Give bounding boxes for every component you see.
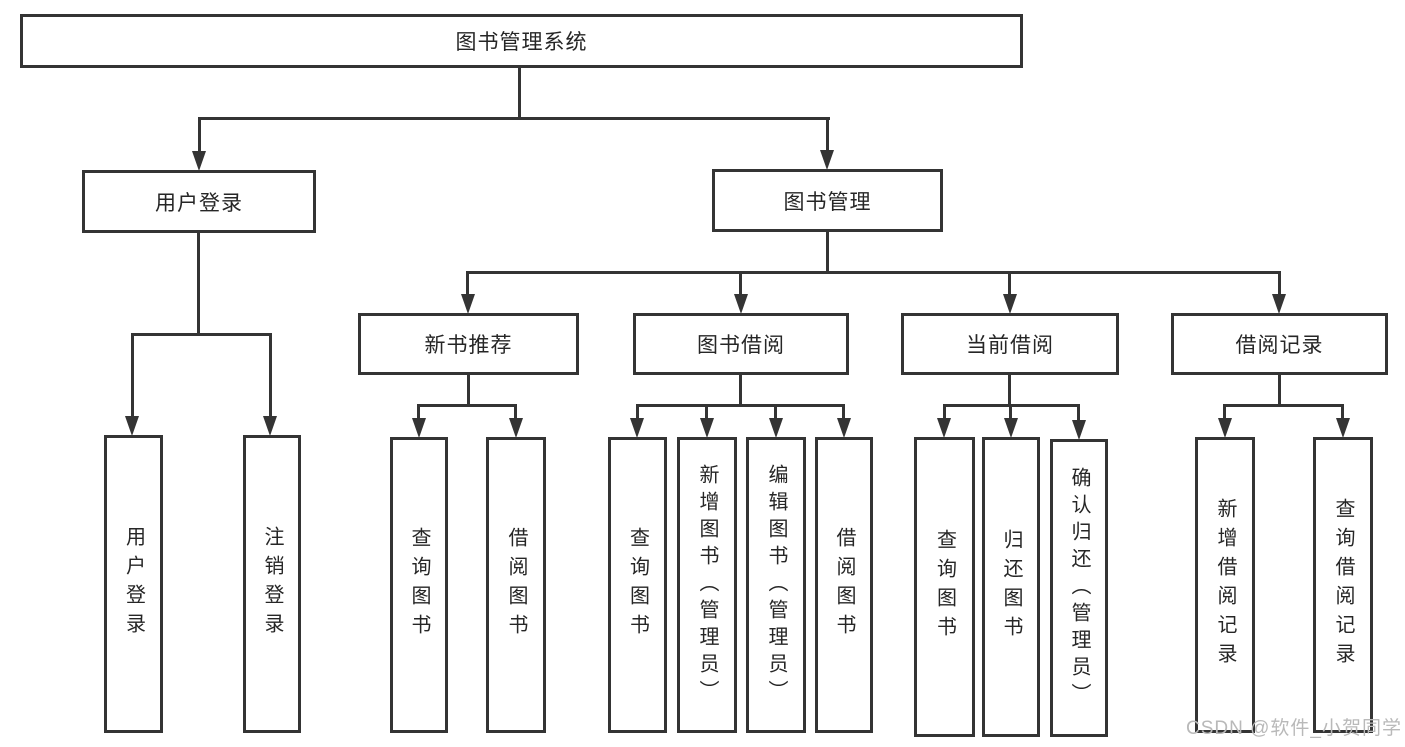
node-new-book-recommend: 新书推荐 bbox=[358, 313, 579, 375]
arrow-down-icon bbox=[263, 416, 277, 436]
arrow-down-icon bbox=[769, 418, 783, 438]
arrow-down-icon bbox=[700, 418, 714, 438]
node-label: 当前借阅 bbox=[966, 334, 1054, 357]
leaf-borrow-books-recommend: 借阅图书 bbox=[486, 437, 546, 733]
node-label: 图书管理系统 bbox=[455, 31, 588, 54]
leaf-label: 借阅图书 bbox=[833, 527, 855, 643]
node-label: 借阅记录 bbox=[1235, 334, 1324, 357]
connector-hline bbox=[417, 404, 517, 407]
connector-vline bbox=[1223, 404, 1226, 421]
arrow-down-icon bbox=[1218, 418, 1232, 438]
leaf-label: 确认归还（管理员） bbox=[1068, 466, 1090, 710]
node-book-management: 图书管理 bbox=[712, 169, 943, 232]
leaf-query-books-current: 查询图书 bbox=[914, 437, 975, 737]
connector-vline bbox=[943, 404, 946, 421]
arrow-down-icon bbox=[630, 418, 644, 438]
leaf-label: 查询图书 bbox=[408, 527, 430, 643]
leaf-add-borrow-record: 新增借阅记录 bbox=[1195, 437, 1255, 733]
leaf-label: 查询图书 bbox=[933, 529, 956, 645]
arrow-down-icon bbox=[1336, 418, 1350, 438]
arrow-down-icon bbox=[412, 418, 426, 438]
arrow-down-icon bbox=[125, 416, 139, 436]
connector-vline bbox=[826, 232, 829, 274]
connector-vline bbox=[1278, 271, 1281, 299]
leaf-label: 新增借阅记录 bbox=[1214, 498, 1236, 672]
arrow-down-icon bbox=[461, 294, 475, 314]
arrow-down-icon bbox=[1003, 294, 1017, 314]
leaf-label: 查询借阅记录 bbox=[1332, 498, 1354, 672]
arrow-down-icon bbox=[837, 418, 851, 438]
leaf-label: 查询图书 bbox=[626, 527, 649, 643]
leaf-query-books-recommend: 查询图书 bbox=[390, 437, 448, 733]
leaf-label: 归还图书 bbox=[1000, 529, 1022, 645]
connector-vline bbox=[131, 333, 134, 419]
node-label: 新书推荐 bbox=[424, 334, 513, 357]
connector-hline bbox=[636, 404, 845, 407]
connector-hline bbox=[131, 333, 272, 336]
leaf-return-book: 归还图书 bbox=[982, 437, 1040, 737]
connector-vline bbox=[1077, 404, 1080, 421]
connector-vline bbox=[514, 404, 517, 421]
connector-vline bbox=[467, 375, 470, 407]
leaf-logout: 注销登录 bbox=[243, 435, 301, 733]
arrow-down-icon bbox=[1004, 418, 1018, 438]
leaf-query-borrow-record: 查询借阅记录 bbox=[1313, 437, 1373, 733]
node-current-borrowing: 当前借阅 bbox=[901, 313, 1119, 375]
node-label: 图书借阅 bbox=[697, 334, 785, 357]
leaf-edit-book-admin: 编辑图书（管理员） bbox=[746, 437, 806, 733]
node-book-borrowing: 图书借阅 bbox=[633, 313, 849, 375]
arrow-down-icon bbox=[509, 418, 523, 438]
connector-vline bbox=[774, 404, 777, 421]
connector-vline bbox=[1009, 404, 1012, 421]
connector-vline bbox=[1008, 271, 1011, 299]
connector-vline bbox=[1278, 375, 1281, 407]
leaf-confirm-return-admin: 确认归还（管理员） bbox=[1050, 439, 1108, 737]
leaf-add-book-admin: 新增图书（管理员） bbox=[677, 437, 737, 733]
connector-vline bbox=[705, 404, 708, 421]
connector-hline bbox=[466, 271, 1281, 274]
node-user-login: 用户登录 bbox=[82, 170, 316, 233]
arrow-down-icon bbox=[192, 151, 206, 171]
leaf-label: 借阅图书 bbox=[505, 527, 527, 643]
arrow-down-icon bbox=[820, 150, 834, 170]
connector-vline bbox=[269, 333, 272, 419]
connector-vline bbox=[198, 117, 201, 155]
arrow-down-icon bbox=[1272, 294, 1286, 314]
connector-vline bbox=[826, 117, 829, 155]
leaf-label: 编辑图书（管理员） bbox=[765, 463, 787, 707]
leaf-user-login: 用户登录 bbox=[104, 435, 163, 733]
connector-vline bbox=[636, 404, 639, 421]
arrow-down-icon bbox=[1072, 420, 1086, 440]
leaf-label: 新增图书（管理员） bbox=[696, 463, 718, 707]
connector-vline bbox=[1008, 375, 1011, 407]
leaf-label: 注销登录 bbox=[261, 526, 283, 642]
connector-vline bbox=[739, 271, 742, 299]
connector-hline bbox=[1223, 404, 1344, 407]
leaf-borrow-books-borrowing: 借阅图书 bbox=[815, 437, 873, 733]
connector-vline bbox=[417, 404, 420, 421]
node-borrowing-records: 借阅记录 bbox=[1171, 313, 1388, 375]
arrow-down-icon bbox=[937, 418, 951, 438]
arrow-down-icon bbox=[734, 294, 748, 314]
node-label: 图书管理 bbox=[783, 190, 872, 214]
node-library-system: 图书管理系统 bbox=[20, 14, 1023, 68]
connector-vline bbox=[518, 68, 521, 120]
node-label: 用户登录 bbox=[155, 191, 243, 215]
connector-vline bbox=[197, 233, 200, 336]
connector-vline bbox=[1341, 404, 1344, 421]
connector-hline bbox=[198, 117, 830, 120]
csdn-watermark: CSDN @软件_小贺同学 bbox=[1186, 718, 1402, 739]
connector-vline bbox=[842, 404, 845, 421]
connector-vline bbox=[466, 271, 469, 299]
leaf-query-books-borrowing: 查询图书 bbox=[608, 437, 667, 733]
leaf-label: 用户登录 bbox=[122, 526, 145, 642]
connector-vline bbox=[739, 375, 742, 407]
